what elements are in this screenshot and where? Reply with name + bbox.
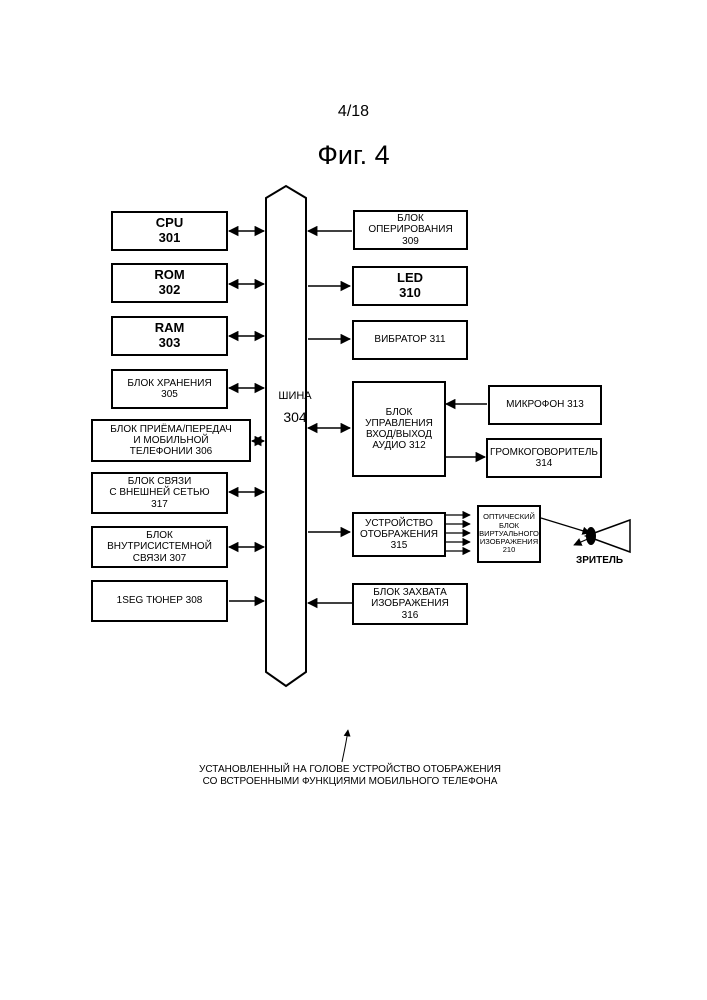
mobile-tx-block: БЛОК ПРИЁМА/ПЕРЕДАЧ И МОБИЛЬНОЙ ТЕЛЕФОНИ… [91,419,251,462]
bus-shape [266,186,306,686]
led-block-label: LED 310 [397,271,423,300]
eye-icon [586,520,630,552]
vibrator-block-label: ВИБРАТОР 311 [374,334,445,345]
ram-block-label: RAM 303 [155,321,185,350]
storage-block-label: БЛОК ХРАНЕНИЯ 305 [127,378,211,400]
operation-block: БЛОК ОПЕРИРОВАНИЯ 309 [353,210,468,250]
rom-block-label: ROM 302 [154,268,184,297]
capture-block: БЛОК ЗАХВАТА ИЗОБРАЖЕНИЯ 316 [352,583,468,625]
speaker-block: ГРОМКОГОВОРИТЕЛЬ 314 [486,438,602,478]
viewer-label: ЗРИТЕЛЬ [576,555,623,566]
cpu-block: CPU 301 [111,211,228,251]
microphone-block: МИКРОФОН 313 [488,385,602,425]
display-block: УСТРОЙСТВО ОТОБРАЖЕНИЯ 315 [352,512,446,557]
optical-block-label: ОПТИЧЕСКИЙ БЛОК ВИРТУАЛЬНОГО ИЗОБРАЖЕНИЯ… [479,513,539,554]
bus-number: 304 [283,409,306,425]
bus-label: ШИНА 304 [275,388,315,428]
storage-block: БЛОК ХРАНЕНИЯ 305 [111,369,228,409]
speaker-block-label: ГРОМКОГОВОРИТЕЛЬ 314 [490,447,598,469]
audio-io-block-label: БЛОК УПРАВЛЕНИЯ ВХОД/ВЫХОД АУДИО 312 [365,407,433,452]
internal-comm-block: БЛОК ВНУТРИСИСТЕМНОЙ СВЯЗИ 307 [91,526,228,568]
bus-label-text: ШИНА [278,390,311,402]
cpu-block-label: CPU 301 [156,216,183,245]
mobile-tx-block-label: БЛОК ПРИЁМА/ПЕРЕДАЧ И МОБИЛЬНОЙ ТЕЛЕФОНИ… [110,424,232,458]
display-light-arrows [446,515,470,551]
microphone-block-label: МИКРОФОН 313 [506,399,584,410]
figure-caption: УСТАНОВЛЕННЫЙ НА ГОЛОВЕ УСТРОЙСТВО ОТОБР… [100,764,600,788]
optical-block: ОПТИЧЕСКИЙ БЛОК ВИРТУАЛЬНОГО ИЗОБРАЖЕНИЯ… [477,505,541,563]
tuner-block: 1SEG ТЮНЕР 308 [91,580,228,622]
display-block-label: УСТРОЙСТВО ОТОБРАЖЕНИЯ 315 [360,518,438,552]
caption-pointer-arrow [342,730,348,762]
ext-comm-block-label: БЛОК СВЯЗИ С ВНЕШНЕЙ СЕТЬЮ 317 [109,476,209,510]
vibrator-block: ВИБРАТОР 311 [352,320,468,360]
rom-block: ROM 302 [111,263,228,303]
ext-comm-block: БЛОК СВЯЗИ С ВНЕШНЕЙ СЕТЬЮ 317 [91,472,228,514]
capture-block-label: БЛОК ЗАХВАТА ИЗОБРАЖЕНИЯ 316 [371,587,449,621]
ram-block: RAM 303 [111,316,228,356]
led-block: LED 310 [352,266,468,306]
audio-io-block: БЛОК УПРАВЛЕНИЯ ВХОД/ВЫХОД АУДИО 312 [352,381,446,477]
internal-comm-block-label: БЛОК ВНУТРИСИСТЕМНОЙ СВЯЗИ 307 [107,530,212,564]
operation-block-label: БЛОК ОПЕРИРОВАНИЯ 309 [368,213,452,247]
tuner-block-label: 1SEG ТЮНЕР 308 [117,595,203,606]
ray-top [541,518,590,533]
